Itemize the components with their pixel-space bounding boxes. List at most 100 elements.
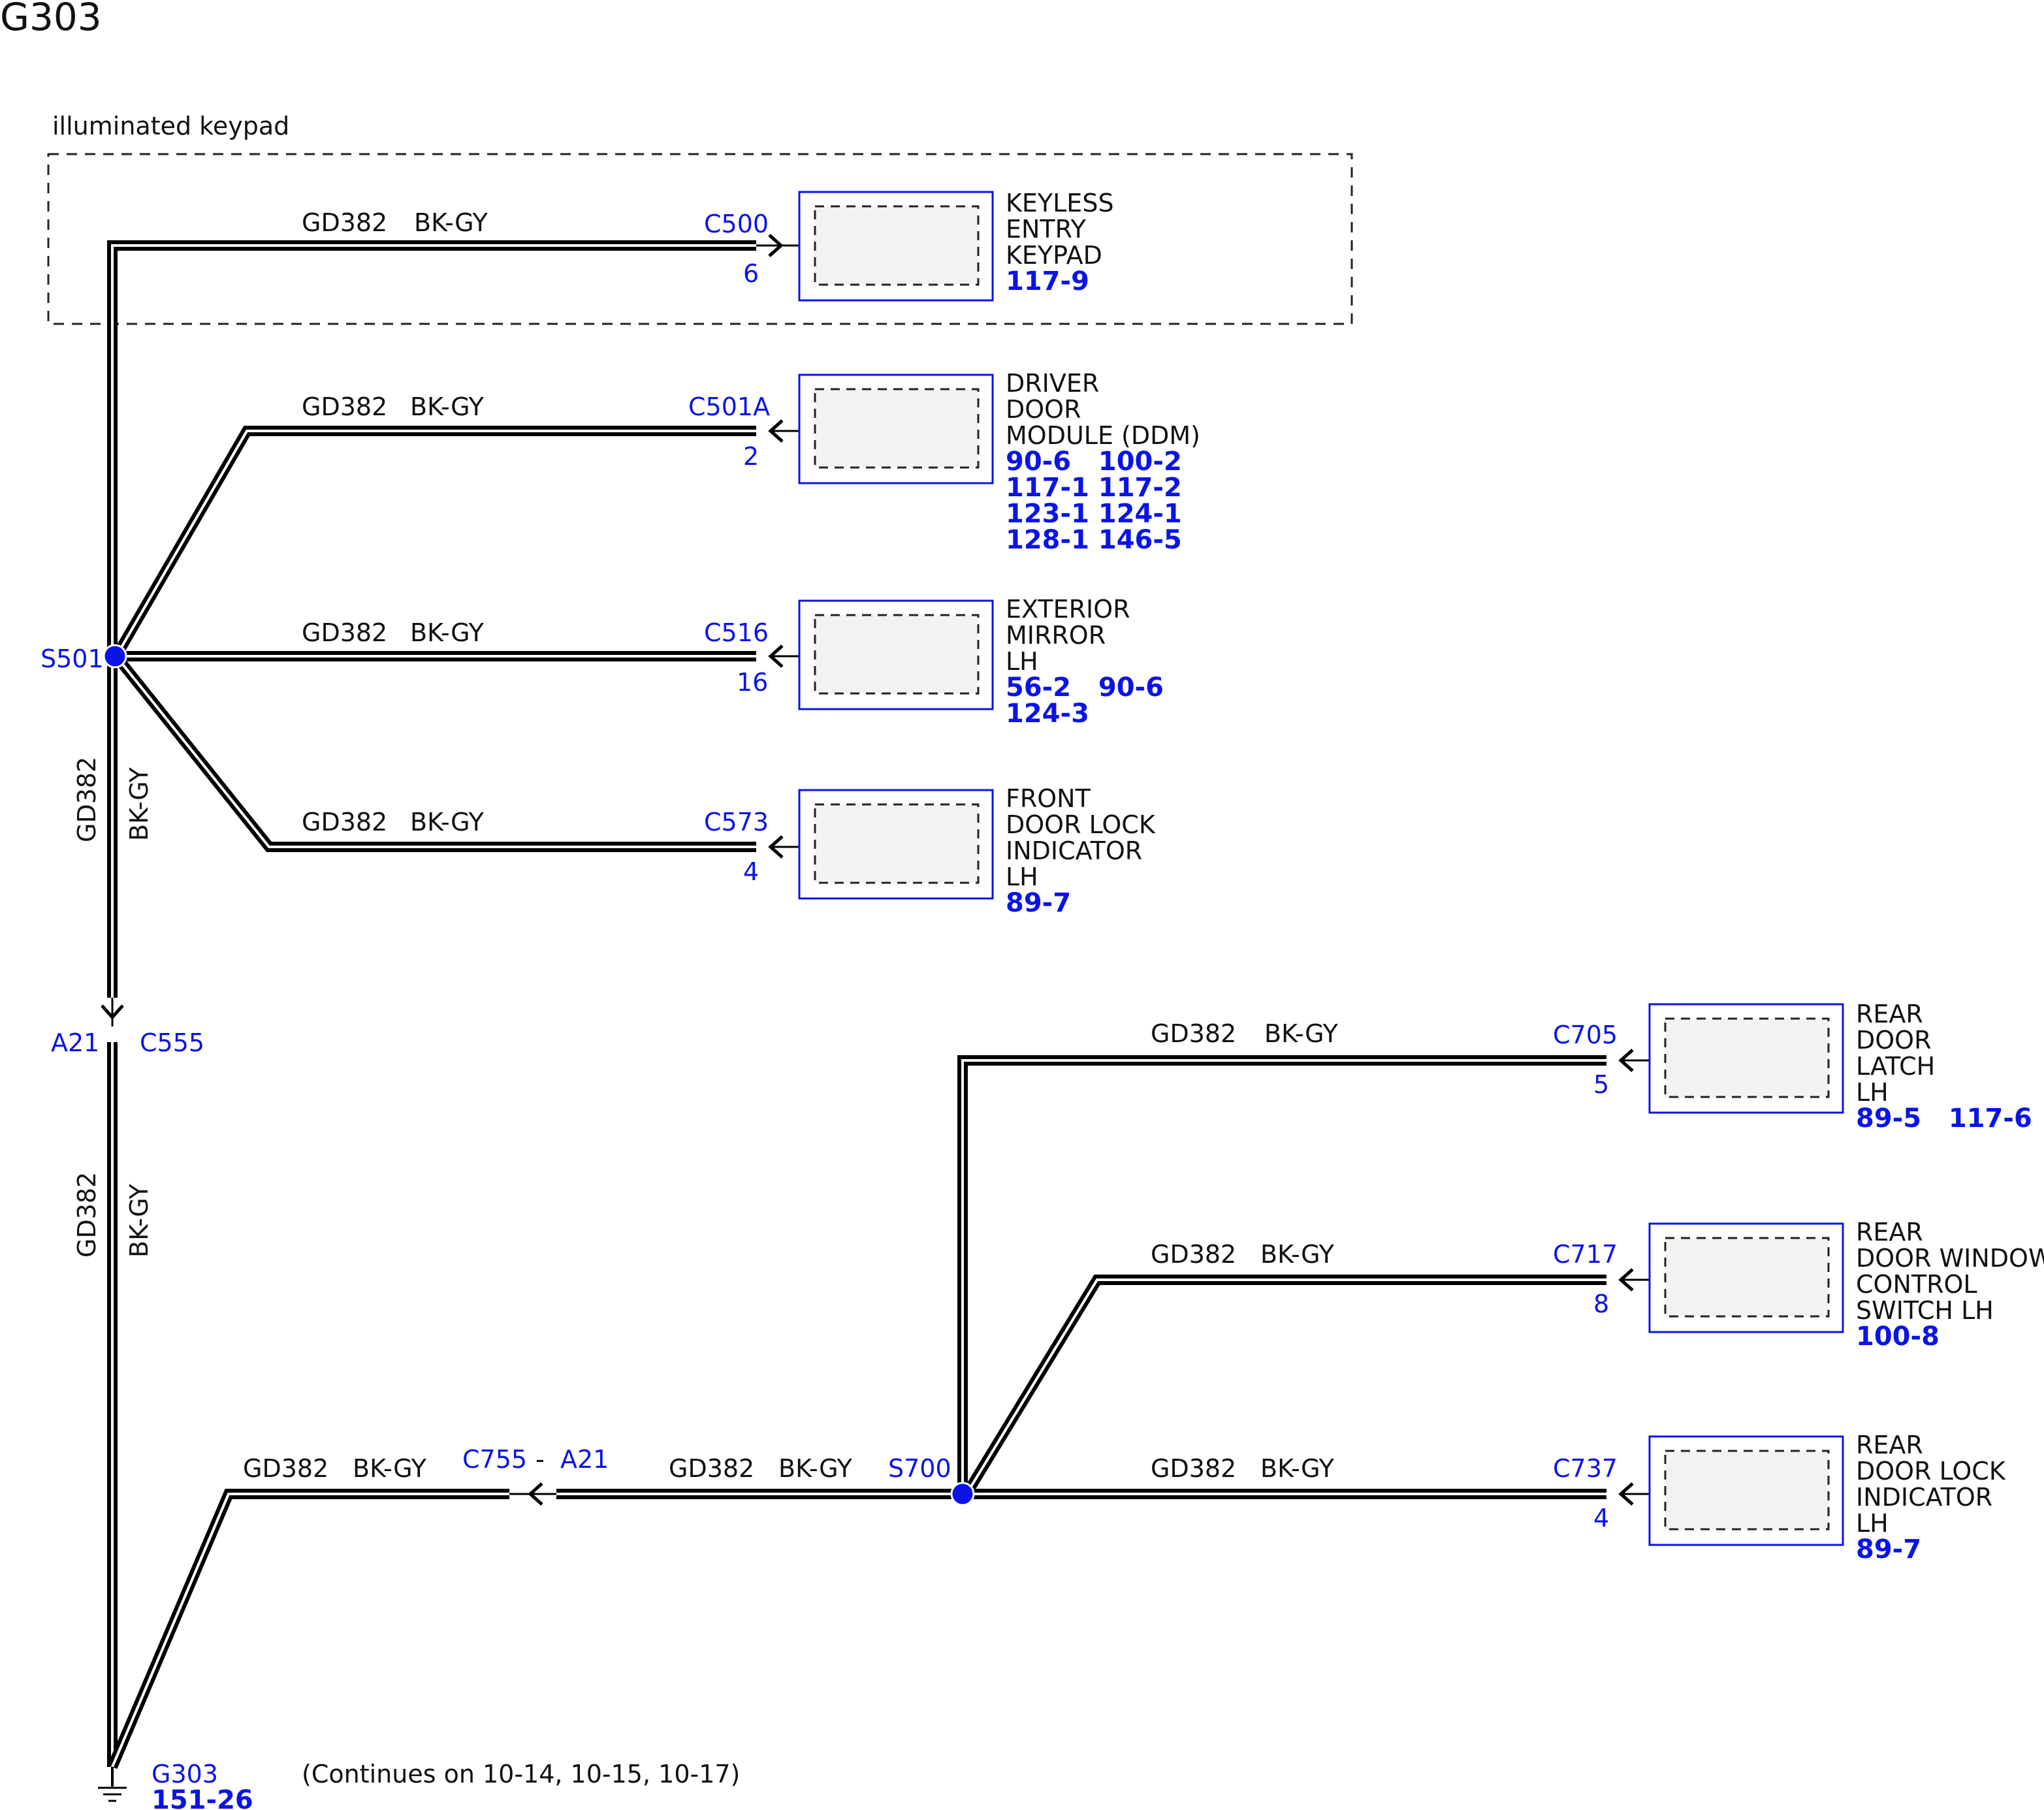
component-body [1664,1237,1830,1318]
illuminated-keypad-group-box [47,153,1353,325]
connector-label: C516 [704,618,769,647]
component-ref-4[interactable]: 128-1 146-5 [1006,525,1182,555]
component-name-line-1: EXTERIOR [1006,595,1130,624]
component-body [1664,1017,1830,1098]
component-name-line-1: REAR [1856,1218,1923,1246]
component-name-line-1: DRIVER [1006,369,1099,398]
component-body [814,614,980,695]
wire-c516-color: BK-GY [410,618,485,647]
wire-c717-color: BK-GY [1260,1240,1335,1269]
connector-label: C500 [704,210,769,238]
component-name-line-1: FRONT [1006,784,1091,813]
component-name-line-4: LH [1856,1078,1889,1107]
connector-label: C501A [688,392,770,421]
component-name-line-4: LH [1006,863,1038,891]
component-name-line-4: SWITCH LH [1856,1296,1994,1325]
splice-s700-icon [950,1482,975,1506]
component-body [1664,1450,1830,1531]
wire-c573-color: BK-GY [410,808,485,836]
connector-pin: 4 [743,857,759,886]
component-ref-1[interactable]: 89-5 117-6 [1856,1103,2032,1134]
wire-trunk-upper-circuit: GD382 [72,757,101,842]
wire-c501a-color: BK-GY [410,392,485,421]
wire-c500-color: BK-GY [414,208,488,237]
component-rear-door-window-control-switch-lh: C717 8 REAR DOOR WINDOW CONTROL SWITCH L… [1553,1218,2044,1352]
wire-to-c501a [112,426,756,659]
wire-to-c573 [112,652,756,852]
wire-s700-c755-circuit: GD382 [669,1454,754,1483]
c755-separator: - [535,1445,545,1474]
connector-label: C573 [704,808,769,836]
wire-g303-c755-color: BK-GY [353,1454,427,1483]
ground-ref[interactable]: 151-26 [152,1785,253,1810]
wire-to-c717 [962,1275,1606,1497]
splice-s501-label: S501 [40,644,104,673]
splice-s700-label: S700 [888,1454,951,1483]
wire-c737-circuit: GD382 [1151,1454,1236,1483]
component-exterior-mirror-lh: C516 16 EXTERIOR MIRROR LH 56-2 90-6 124… [704,595,1164,729]
component-name-line-3: LATCH [1856,1052,1935,1081]
component-name-line-2: MIRROR [1006,621,1106,650]
component-ref-1[interactable]: 56-2 90-6 [1006,673,1164,703]
c555-pin: A21 [51,1028,99,1057]
connector-label: C717 [1553,1240,1618,1269]
wire-c705-circuit: GD382 [1151,1019,1236,1048]
wire-s700-c755-color: BK-GY [778,1454,853,1483]
component-ref-1[interactable]: 117-9 [1006,266,1089,296]
component-ref-3[interactable]: 123-1 124-1 [1006,499,1182,529]
c755-pin: A21 [560,1445,609,1474]
connector-pin: 16 [737,668,768,697]
wires [107,240,1606,1770]
wire-trunk-lower-color: BK-GY [125,1183,153,1258]
component-name-line-2: ENTRY [1006,215,1087,244]
component-body [814,803,980,884]
wire-trunk-lower-circuit: GD382 [72,1172,101,1258]
connector-arrows [101,234,1664,1506]
connector-pin: 4 [1593,1504,1609,1532]
component-keyless-entry-keypad: C500 6 KEYLESS ENTRY KEYPAD 117-9 [704,189,1114,302]
wire-c737-color: BK-GY [1260,1454,1335,1483]
component-ref-2[interactable]: 117-1 117-2 [1006,473,1182,503]
wire-to-c705 [957,1055,1606,1494]
wire-g303-to-c755 [107,1489,509,1770]
component-ref-1[interactable]: 90-6 100-2 [1006,447,1182,477]
wire-c501a-circuit: GD382 [302,392,387,421]
component-name-line-2: DOOR [1006,395,1081,424]
wire-c500-circuit: GD382 [302,208,387,237]
component-name-line-2: DOOR WINDOW [1856,1244,2044,1273]
connector-pin: 8 [1593,1290,1609,1318]
ground-icon [98,1786,127,1802]
wire-c573-circuit: GD382 [302,808,387,836]
c755-label: C755 [462,1445,527,1474]
group-label: illuminated keypad [52,112,289,140]
component-name-line-3: LH [1006,647,1038,676]
component-name-line-1: KEYLESS [1006,189,1114,217]
ground-label: G303 [152,1760,218,1788]
component-name-line-1: REAR [1856,1000,1923,1028]
wire-c516-circuit: GD382 [302,618,387,647]
wire-labels: GD382 BK-GY GD382 BK-GY GD382 BK-GY GD38… [72,208,1339,1483]
component-name-line-3: MODULE (DDM) [1006,421,1200,450]
component-name-line-1: REAR [1856,1431,1923,1459]
component-name-line-3: INDICATOR [1006,836,1142,865]
component-ref-1[interactable]: 100-8 [1856,1322,1940,1352]
connector-pin: 2 [743,442,759,471]
ground-g303: G303 151-26 [98,1760,253,1810]
component-driver-door-module: C501A 2 DRIVER DOOR MODULE (DDM) 90-6 10… [688,369,1200,555]
component-name-line-3: KEYPAD [1006,241,1102,270]
wire-trunk-upper-color: BK-GY [125,767,153,841]
component-body [814,205,980,286]
connector-label: C737 [1553,1454,1618,1483]
component-rear-door-lock-indicator-lh: C737 4 REAR DOOR LOCK INDICATOR LH 89-7 [1553,1431,2006,1564]
component-rear-door-latch-lh: C705 5 REAR DOOR LATCH LH 89-5 117-6 [1553,1000,2032,1134]
component-ref-1[interactable]: 89-7 [1856,1534,1921,1564]
component-ref-2[interactable]: 124-3 [1006,699,1089,729]
component-body [814,388,980,469]
component-name-line-2: DOOR LOCK [1856,1457,2006,1485]
component-name-line-4: LH [1856,1509,1889,1538]
component-ref-1[interactable]: 89-7 [1006,888,1071,918]
component-name-line-3: INDICATOR [1856,1483,1992,1512]
connector-label: C705 [1553,1021,1618,1049]
splice-s501-icon [103,644,127,669]
